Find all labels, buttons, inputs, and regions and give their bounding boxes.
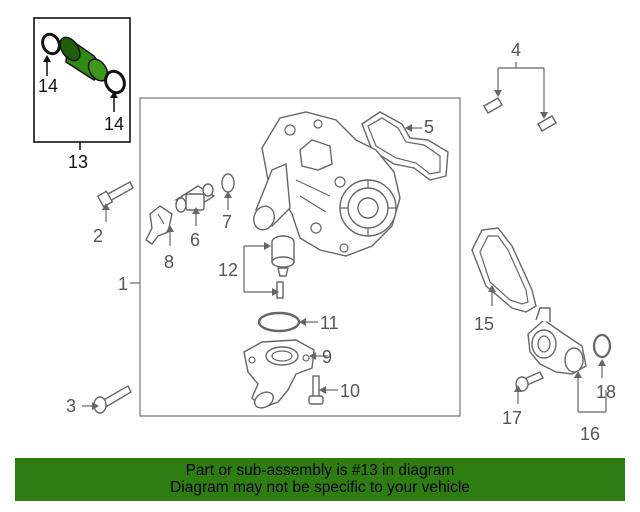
callout-7: 7 [222, 212, 232, 232]
callout-14a: 14 [38, 76, 58, 96]
callout-4: 4 [511, 40, 521, 60]
callout-2: 2 [93, 226, 103, 246]
callout-1: 1 [118, 274, 128, 294]
callout-3: 3 [66, 396, 76, 416]
callout-14b: 14 [104, 114, 124, 134]
o-ring-lower [104, 69, 126, 95]
assembly-frame [139, 97, 461, 417]
part-15-belt[interactable]: 15 [471, 227, 537, 334]
part-4-dowel-pins[interactable]: 4 [483, 40, 557, 132]
part-3-bolt[interactable]: 3 [66, 385, 132, 416]
banner-line-1: Part or sub-assembly is #13 in diagram [185, 462, 455, 479]
part-9-coolant-flange[interactable]: 9 [243, 339, 332, 411]
inset-part-13[interactable]: 14 14 13 [33, 17, 131, 172]
banner-line-2: Diagram may not be specific to your vehi… [170, 479, 470, 496]
callout-12: 12 [218, 260, 238, 280]
callout-11: 11 [320, 313, 339, 333]
part-2-bolt[interactable]: 2 [93, 181, 134, 246]
info-banner: Part or sub-assembly is #13 in diagram D… [15, 458, 625, 501]
callout-8: 8 [164, 252, 174, 272]
part-5-gasket[interactable]: 5 [361, 111, 449, 181]
inset-frame [33, 17, 131, 143]
callout-15: 15 [474, 314, 494, 334]
part-8-clip[interactable]: 8 [145, 205, 174, 272]
part-12-thermostat[interactable]: 12 [218, 235, 295, 299]
part-6-temp-sensor[interactable]: 6 [174, 183, 216, 250]
part-18-seal-ring[interactable]: 18 [592, 333, 616, 402]
part-11-o-ring[interactable]: 11 [257, 311, 339, 333]
callout-9: 9 [322, 347, 332, 367]
part-7-seal-ring[interactable]: 7 [221, 173, 235, 232]
part-17-bolt[interactable]: 17 [502, 371, 544, 428]
callout-5: 5 [424, 117, 434, 137]
callout-18: 18 [596, 382, 616, 402]
callout-17: 17 [502, 408, 522, 428]
callout-16: 16 [580, 424, 600, 444]
water-pump-housing[interactable] [250, 111, 401, 257]
callout-10: 10 [340, 381, 360, 401]
callout-6: 6 [190, 230, 200, 250]
part-16-pipe-connector[interactable]: 16 [527, 307, 607, 444]
callout-13: 13 [68, 152, 88, 172]
o-ring-upper [41, 32, 61, 56]
part-10-bolt[interactable]: 10 [308, 375, 360, 405]
